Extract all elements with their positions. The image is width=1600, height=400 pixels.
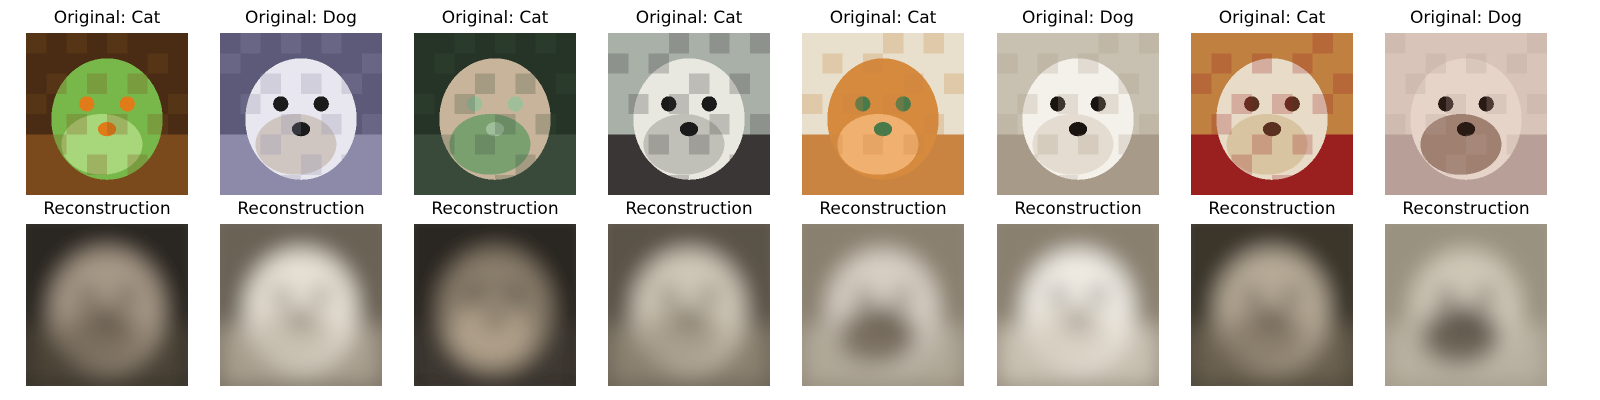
reconstruction-title: Reconstruction [43,199,171,219]
original-image [220,33,382,195]
original-image [414,33,576,195]
reconstruction-image [220,224,382,386]
original-title: Original: Dog [245,8,357,28]
reconstruction-title: Reconstruction [237,199,365,219]
reconstruction-title: Reconstruction [1208,199,1336,219]
original-image [802,33,964,195]
reconstruction-image [802,224,964,386]
original-image [997,33,1159,195]
reconstruction-image [997,224,1159,386]
original-title: Original: Cat [441,8,549,28]
reconstruction-image [1385,224,1547,386]
reconstruction-title: Reconstruction [625,199,753,219]
original-image [608,33,770,195]
reconstruction-title: Reconstruction [1402,199,1530,219]
original-image [1191,33,1353,195]
reconstruction-image [26,224,188,386]
original-title: Original: Cat [1218,8,1326,28]
original-title: Original: Cat [53,8,161,28]
original-title: Original: Cat [829,8,937,28]
reconstruction-title: Reconstruction [431,199,559,219]
reconstruction-image [1191,224,1353,386]
original-title: Original: Cat [635,8,743,28]
reconstruction-title: Reconstruction [1014,199,1142,219]
original-title: Original: Dog [1022,8,1134,28]
original-image [1385,33,1547,195]
reconstruction-image [414,224,576,386]
original-title: Original: Dog [1410,8,1522,28]
reconstruction-image [608,224,770,386]
reconstruction-title: Reconstruction [819,199,947,219]
original-image [26,33,188,195]
